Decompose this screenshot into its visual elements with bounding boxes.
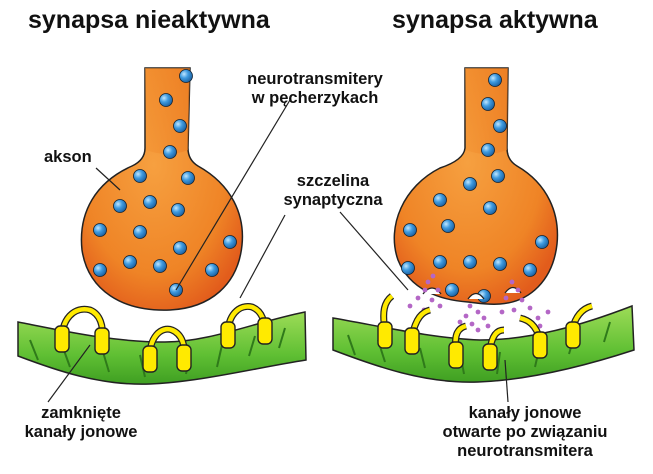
label-neurotransmitters: neurotransmitery w pęcherzykach xyxy=(230,70,400,108)
neurotransmitter-dot xyxy=(475,309,481,315)
vesicle xyxy=(493,119,507,133)
neurotransmitter-dot xyxy=(475,327,481,333)
vesicle xyxy=(493,257,507,271)
neurotransmitter-dot xyxy=(511,307,517,313)
neurotransmitter-dot xyxy=(527,305,533,311)
label-open-line1: kanały jonowe xyxy=(468,404,582,422)
vesicle xyxy=(93,263,107,277)
vesicle xyxy=(463,177,477,191)
vesicle xyxy=(181,171,195,185)
label-closed-channels: zamknięte kanały jonowe xyxy=(6,404,156,442)
vesicle xyxy=(173,119,187,133)
label-open-channels: kanały jonowe otwarte po związaniu neuro… xyxy=(412,404,638,461)
neurotransmitter-dot xyxy=(509,279,515,285)
title-active: synapsa aktywna xyxy=(392,6,598,34)
neurotransmitter-dot xyxy=(519,297,525,303)
vesicle xyxy=(523,263,537,277)
neurotransmitter-dot xyxy=(499,309,505,315)
neurotransmitter-dot xyxy=(429,297,435,303)
vesicle xyxy=(445,283,459,297)
neurotransmitter-dot xyxy=(407,303,413,309)
vesicle xyxy=(205,263,219,277)
left-vesicles xyxy=(93,69,237,297)
label-open-line2: otwarte po związaniu xyxy=(442,423,608,441)
vesicle xyxy=(441,219,455,233)
vesicle xyxy=(483,201,497,215)
released-neurotransmitters xyxy=(407,273,551,333)
vesicle xyxy=(433,193,447,207)
leader-lines xyxy=(47,99,509,403)
vesicle xyxy=(143,195,157,209)
neurotransmitter-dot xyxy=(515,287,521,293)
neurotransmitter-dot xyxy=(485,323,491,329)
vesicle xyxy=(403,223,417,237)
neurotransmitter-dot xyxy=(467,303,473,309)
neurotransmitter-dot xyxy=(425,279,431,285)
label-cleft-line2: synaptyczna xyxy=(283,191,383,209)
vesicle xyxy=(481,97,495,111)
label-axon: akson xyxy=(44,148,92,166)
vesicle xyxy=(113,199,127,213)
label-closed-line2: kanały jonowe xyxy=(24,423,138,441)
label-cleft-line1: szczelina xyxy=(296,172,370,190)
vesicle xyxy=(433,255,447,269)
neurotransmitter-dot xyxy=(535,315,541,321)
right-vesicles xyxy=(401,73,549,303)
vesicle xyxy=(159,93,173,107)
neurotransmitter-dot xyxy=(545,309,551,315)
vesicle xyxy=(133,225,147,239)
neurotransmitter-dot xyxy=(469,321,475,327)
label-open-line3: neurotransmitera xyxy=(457,442,593,460)
neurotransmitter-dot xyxy=(503,295,509,301)
neurotransmitter-dot xyxy=(537,323,543,329)
vesicle xyxy=(179,69,193,83)
vesicle xyxy=(223,235,237,249)
neurotransmitter-dot xyxy=(435,287,441,293)
vesicle xyxy=(463,255,477,269)
closed-ion-channels xyxy=(54,303,273,373)
neurotransmitter-dot xyxy=(430,273,436,279)
neurotransmitter-dot xyxy=(481,315,487,321)
vesicle xyxy=(481,143,495,157)
vesicle xyxy=(171,203,185,217)
vesicle xyxy=(488,73,502,87)
neurotransmitter-dot xyxy=(457,319,463,325)
open-ion-channels xyxy=(377,293,594,371)
vesicle xyxy=(491,169,505,183)
vesicle xyxy=(153,259,167,273)
neurotransmitter-dot xyxy=(463,313,469,319)
vesicle xyxy=(173,241,187,255)
neurotransmitter-dot xyxy=(415,295,421,301)
vesicle xyxy=(163,145,177,159)
neurotransmitter-dot xyxy=(437,303,443,309)
vesicle xyxy=(93,223,107,237)
title-inactive: synapsa nieaktywna xyxy=(28,6,270,34)
label-synaptic-cleft: szczelina synaptyczna xyxy=(268,172,398,210)
label-neurotransmitters-line2: w pęcherzykach xyxy=(251,89,379,107)
vesicle xyxy=(535,235,549,249)
label-closed-line1: zamknięte xyxy=(41,404,121,422)
label-neurotransmitters-line1: neurotransmitery xyxy=(247,70,383,88)
vesicle xyxy=(133,169,147,183)
neurotransmitter-dot xyxy=(422,287,428,293)
vesicle xyxy=(401,261,415,275)
vesicle xyxy=(123,255,137,269)
